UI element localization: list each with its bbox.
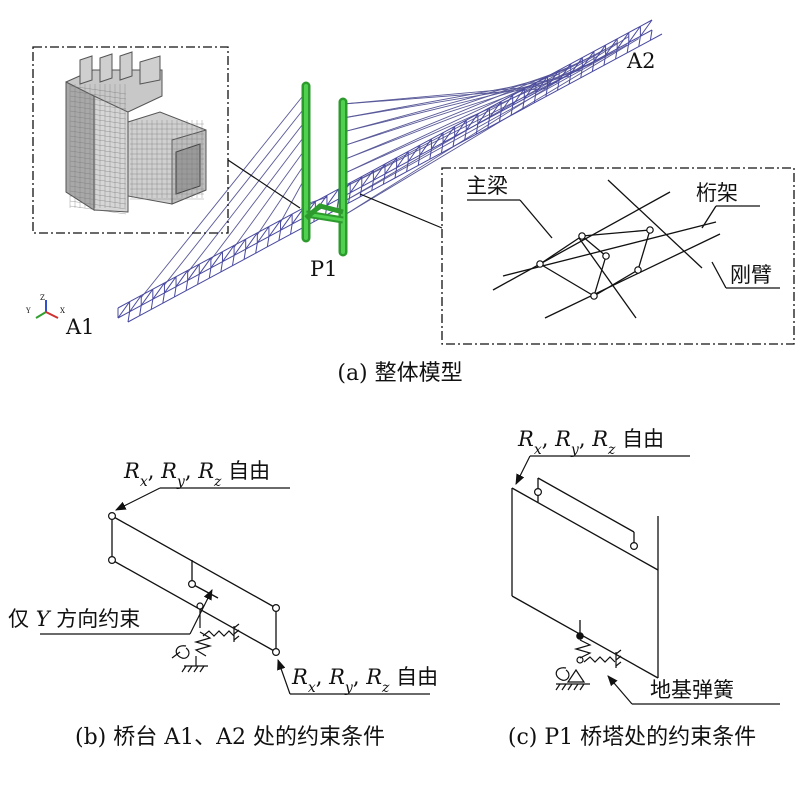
label-tower-free-rotation: Rx, Ry, Rz 自由 [517,427,664,458]
caption-a: (a) 整体模型 [337,361,462,386]
support-spring-icon [171,602,240,673]
label-main-girder: 主梁 [466,174,508,198]
panel-a-overall-model: 主梁 桁架 刚臂 Z Y X A1 A2 P1 (a) 整体模型 [25,19,795,386]
label-a1: A1 [65,315,95,339]
label-truss: 桁架 [696,181,738,205]
axis-z-label: Z [40,294,45,302]
label-a2: A2 [626,49,656,73]
caption-b: (b) 桥台 A1、A2 处的约束条件 [75,725,385,750]
stay-cables [140,36,640,298]
tower-p1 [301,81,348,257]
abutment-mesh-inset [32,46,229,234]
label-rigid-arm: 刚臂 [730,263,772,287]
label-free-rotation-bottom: Rx, Ry, Rz 自由 [291,665,438,696]
panel-b-abutment-constraints: Rx, Ry, Rz 自由 仅 Y 方向约束 Rx, Ry, Rz 自由 (b)… [8,459,438,750]
foundation-spring-icon [555,639,622,691]
axis-y-label: Y [25,307,31,315]
axis-x-label: X [60,307,65,315]
axis-triad-icon: Z Y X [25,294,65,319]
caption-c: (c) P1 桥塔处的约束条件 [508,725,756,750]
panel-c-tower-constraints: Rx, Ry, Rz 自由 地基弹簧 (c) P1 桥塔处的约束条件 [508,427,780,750]
label-p1: P1 [310,257,338,281]
label-foundation-spring: 地基弹簧 [650,678,734,702]
abutment-mesh-figure [65,51,207,215]
girder-detail-inset: 主梁 桁架 刚臂 [359,167,795,345]
label-y-constraint: 仅 Y 方向约束 [8,607,140,631]
label-free-rotation-top: Rx, Ry, Rz 自由 [123,459,270,490]
